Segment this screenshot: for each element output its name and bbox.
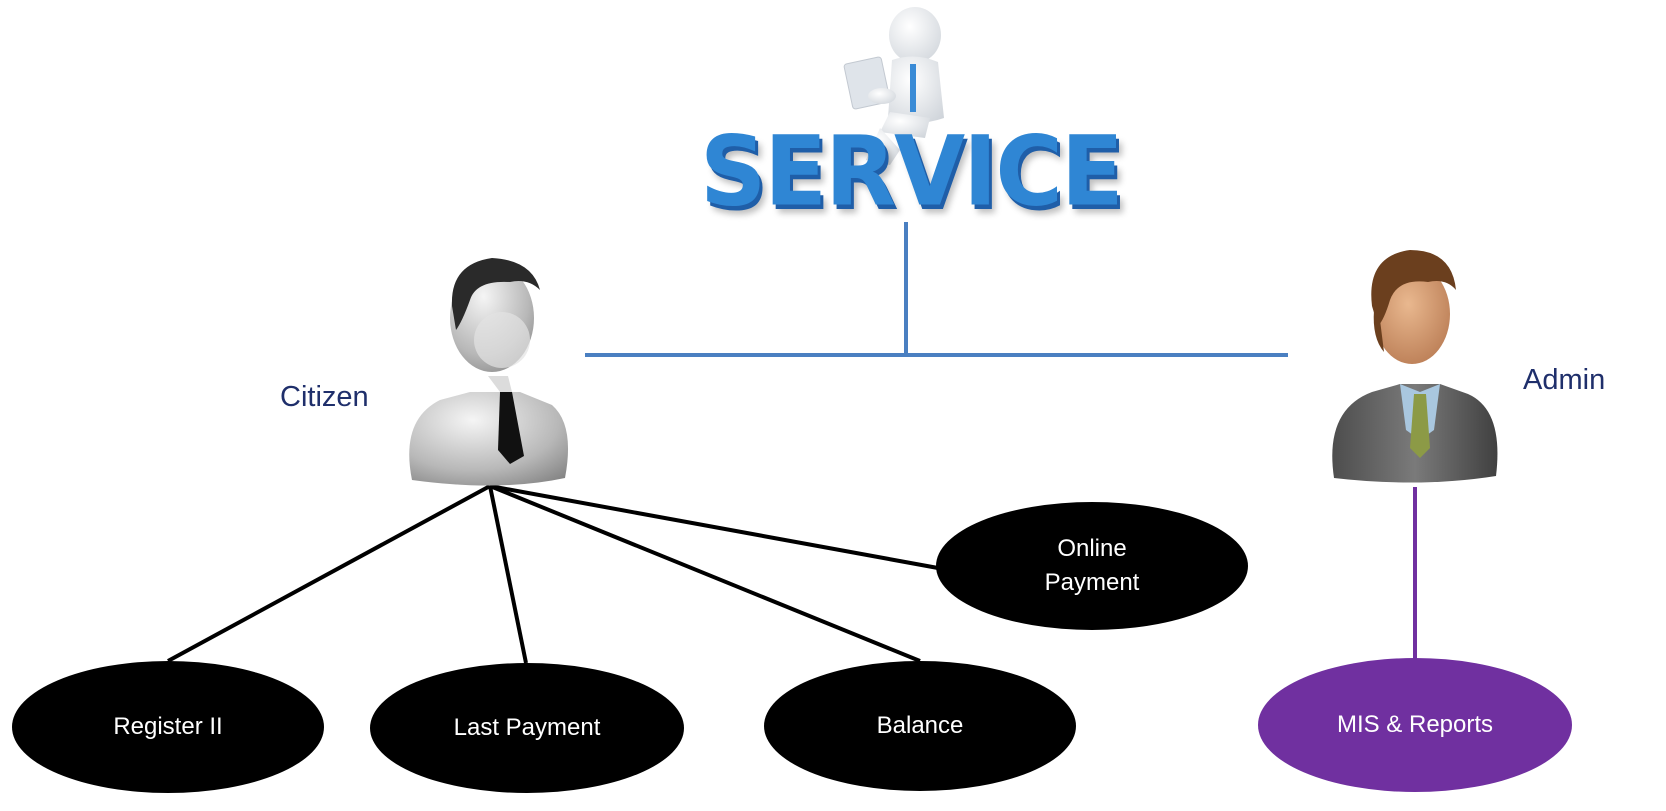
last-payment-node-label: Last Payment (453, 714, 601, 741)
mis-reports-node[interactable]: MIS & Reports (1258, 658, 1572, 792)
citizen-label: Citizen (280, 381, 369, 413)
balance-node[interactable]: Balance (764, 661, 1076, 791)
register-node[interactable]: Register II (12, 661, 324, 793)
person-with-laptop-icon (843, 7, 944, 165)
admin-avatar-icon (1332, 250, 1498, 483)
register-node-label: Register II (113, 713, 223, 740)
mis-reports-node-label: MIS & Reports (1336, 711, 1494, 738)
last-payment-node[interactable]: Last Payment (370, 663, 684, 793)
citizen-avatar-icon (409, 258, 569, 486)
service-logo: SERVICE (700, 115, 1124, 228)
balance-node-label: Balance (876, 712, 964, 739)
admin-label: Admin (1523, 364, 1606, 396)
online-payment-node[interactable]: Online Payment (936, 502, 1248, 630)
online-payment-node-label: Online Payment (1044, 535, 1140, 596)
